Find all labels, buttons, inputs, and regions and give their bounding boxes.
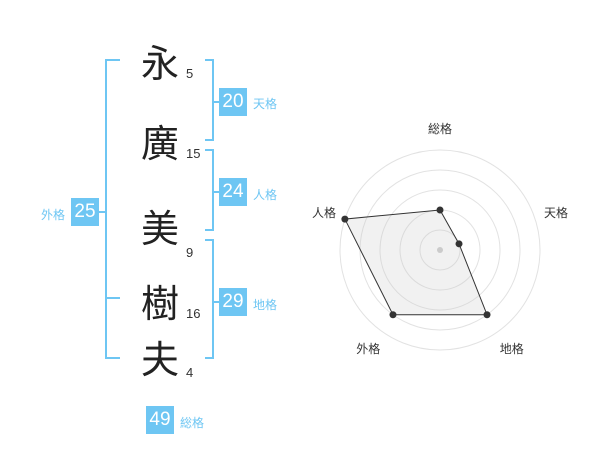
radar-point-0: [436, 206, 444, 214]
chikaku-label: 地格: [253, 298, 278, 312]
stroke-count-4: 16: [186, 306, 201, 321]
radar-center: [437, 247, 443, 253]
stroke-count-1: 5: [186, 66, 194, 81]
radar-polygon: [344, 209, 488, 316]
gaikaku-bracket: [105, 59, 120, 359]
stroke-count-3: 9: [186, 245, 194, 260]
chikaku-value: 29: [219, 288, 247, 316]
radar-ring: [419, 229, 461, 271]
radar-chart: [339, 149, 541, 351]
radar-label-jinkaku: 人格: [311, 205, 336, 220]
gaikaku-value: 25: [71, 198, 99, 226]
radar-point-1: [455, 240, 463, 248]
name-char-5: 夫: [140, 338, 179, 382]
radar-point-4: [341, 215, 349, 223]
radar-label-tenkaku: 天格: [544, 205, 569, 220]
name-char-2: 廣: [140, 122, 179, 166]
radar-ring: [339, 149, 541, 351]
radar-point-2: [483, 311, 491, 319]
tenkaku-bracket: [205, 59, 214, 141]
name-char-1: 永: [140, 42, 179, 86]
jinkaku-bracket: [205, 149, 214, 231]
name-char-4: 樹: [140, 282, 179, 326]
name-char-3: 美: [140, 207, 179, 251]
radar-label-gaikaku: 外格: [356, 342, 381, 357]
stroke-count-2: 15: [186, 146, 201, 161]
bracket-lines: [99, 59, 219, 359]
tenkaku-value: 20: [219, 88, 247, 116]
jinkaku-value: 24: [219, 178, 247, 206]
gaikaku-label: 外格: [41, 208, 66, 222]
soukaku-label: 総格: [180, 416, 205, 430]
radar-label-chikaku: 地格: [499, 342, 524, 357]
radar-point-3: [389, 311, 397, 319]
jinkaku-label: 人格: [253, 188, 278, 202]
radar-label-soukaku: 総格: [428, 121, 453, 136]
tenkaku-label: 天格: [253, 97, 278, 111]
chikaku-bracket: [205, 239, 214, 359]
radar-ring: [379, 189, 501, 311]
stroke-count-5: 4: [186, 365, 194, 380]
soukaku-value: 49: [146, 406, 174, 434]
